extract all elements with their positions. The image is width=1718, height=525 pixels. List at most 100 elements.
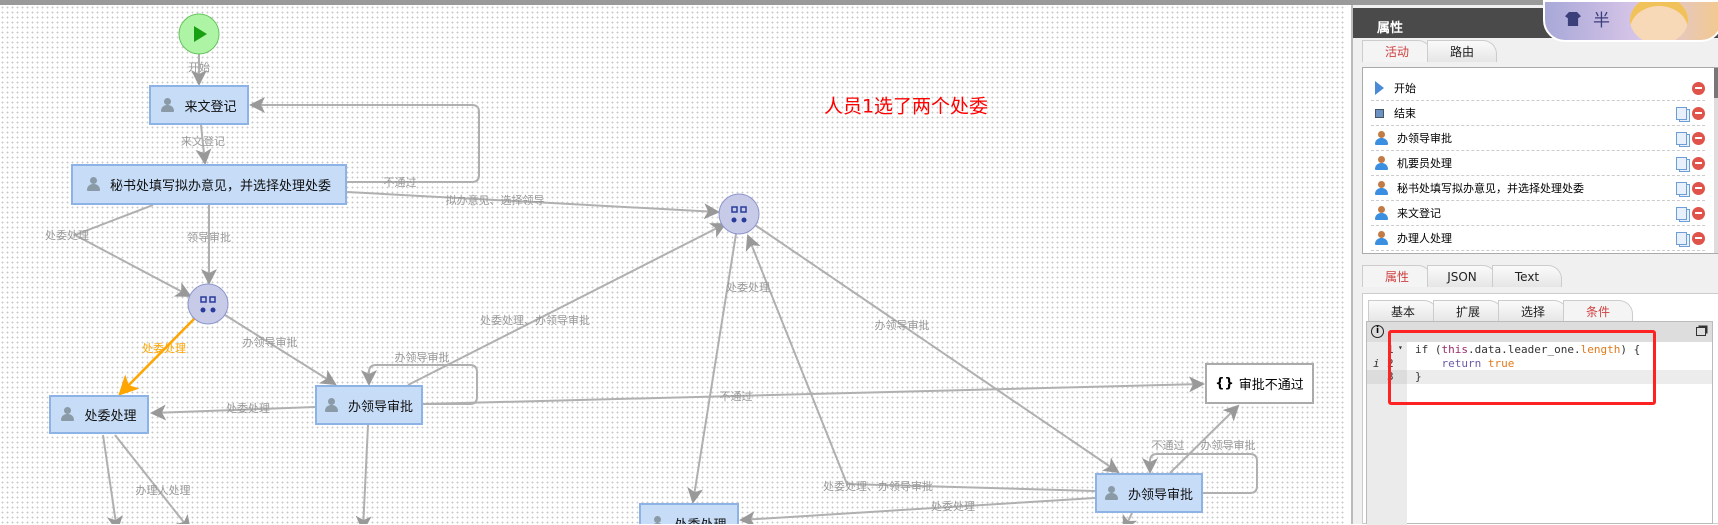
info-icon[interactable]: i	[1371, 325, 1384, 338]
node-label: 办领导审批	[347, 399, 413, 415]
active-line-highlight	[1407, 370, 1712, 384]
list-item[interactable]: 开始	[1371, 76, 1705, 101]
tab-select[interactable]: 选择	[1498, 300, 1568, 322]
node-label: 审批不通过	[1238, 378, 1304, 393]
play-icon	[1375, 81, 1384, 95]
delete-icon[interactable]	[1692, 82, 1705, 95]
workflow-canvas[interactable]: 来文登记 秘书处填写拟办意见，并选择处理处委 处委处理 办领导审批 {} 审批不通…	[0, 5, 1345, 524]
copy-icon[interactable]	[1676, 132, 1687, 145]
copy-icon[interactable]	[1676, 157, 1687, 170]
delete-icon[interactable]	[1692, 232, 1705, 245]
active-gutter-highlight	[1367, 370, 1407, 384]
edge-label: 不通过	[1151, 439, 1185, 452]
edge-label: 不通过	[719, 390, 753, 403]
delete-icon[interactable]	[1692, 107, 1705, 120]
user-icon	[1375, 156, 1388, 170]
task-node-mishu[interactable]: 秘书处填写拟办意见，并选择处理处委	[71, 164, 347, 205]
annotation-highlight-box	[1388, 330, 1656, 405]
edge-label: 办领导审批	[874, 319, 930, 332]
avatar-widget[interactable]: 半	[1543, 0, 1718, 42]
code-line: if (this.data.leader_one.length) {	[1415, 343, 1641, 356]
copy-icon[interactable]	[1676, 232, 1687, 245]
edge-label: 领导审批	[187, 231, 231, 244]
edge-label: 处委处理、办领导审批	[823, 480, 933, 493]
task-node-laiwen[interactable]: 来文登记	[149, 85, 249, 125]
copy-icon[interactable]	[1676, 107, 1687, 120]
list-scrollbar[interactable]	[1714, 68, 1718, 253]
edge-banlingdao-a	[224, 314, 337, 386]
fork-icon	[200, 296, 216, 313]
code-line: }	[1415, 370, 1422, 383]
edge-butongguo2	[422, 376, 1205, 405]
edge-niban	[346, 191, 720, 220]
user-icon	[1375, 181, 1388, 195]
start-label: 开始	[188, 61, 210, 74]
edge-label: 处委处理	[226, 402, 270, 415]
edge-banliren-a	[102, 434, 123, 524]
list-item[interactable]: 机要员处理	[1371, 151, 1705, 176]
task-node-chuwei-1[interactable]: 处委处理	[49, 395, 149, 434]
edge-laiwen	[195, 124, 212, 165]
task-node-chuwei-2[interactable]: 处委处理	[639, 503, 739, 524]
item-label: 来文登记	[1397, 207, 1441, 220]
copy-icon[interactable]	[1676, 182, 1687, 195]
task-node-banlingdao-1[interactable]: 办领导审批	[315, 385, 423, 425]
node-label: 来文登记	[184, 99, 237, 115]
gateway-node-2[interactable]	[718, 193, 760, 235]
play-icon	[194, 26, 207, 42]
tab-json[interactable]: JSON	[1427, 265, 1497, 287]
task-node-banlingdao-2[interactable]: 办领导审批	[1095, 473, 1203, 513]
edge-to-script	[1169, 404, 1240, 474]
edge-label: 处委处理	[726, 281, 770, 294]
script-node-shenpi-butongguo[interactable]: {} 审批不通过	[1205, 363, 1314, 404]
list-item[interactable]: 来文登记	[1371, 201, 1705, 226]
item-label: 办理人处理	[1397, 232, 1452, 245]
avatar-text: 半	[1593, 11, 1610, 31]
node-label: 处委处理	[84, 409, 137, 424]
tab-properties[interactable]: 属性	[1362, 265, 1432, 287]
top-bar	[0, 0, 1718, 5]
edge-label: 不通过	[383, 176, 417, 189]
gateway-node-1[interactable]	[187, 283, 229, 325]
annotation-note: 人员1选了两个处委	[823, 95, 989, 118]
edge-label: 处委处理、办领导审批	[480, 314, 590, 327]
user-icon	[1375, 131, 1388, 145]
tab-condition[interactable]: 条件	[1563, 300, 1633, 322]
delete-icon[interactable]	[1692, 182, 1705, 195]
delete-icon[interactable]	[1692, 207, 1705, 220]
tab-text[interactable]: Text	[1492, 265, 1562, 287]
copy-icon[interactable]	[1676, 207, 1687, 220]
list-item[interactable]: 结束	[1371, 101, 1705, 126]
edge-label: 办领导审批	[394, 351, 450, 364]
edge-banliren-b	[114, 434, 192, 524]
tab-basic[interactable]: 基本	[1368, 300, 1438, 322]
edge-chuwei-orange	[118, 317, 196, 396]
delete-icon[interactable]	[1692, 157, 1705, 170]
list-item[interactable]: 办理人处理	[1371, 226, 1705, 251]
code-editor[interactable]: i 1 ▾ i 2 3 if (this.data.leader_one.len…	[1366, 321, 1713, 525]
tab-extend[interactable]: 扩展	[1433, 300, 1503, 322]
users-icon	[86, 177, 102, 192]
edge-label: 办领导审批	[1200, 439, 1256, 452]
activity-list: 开始 结束 办领导审批 机要员处理 秘书处填写拟办意见，并选择处理处委 来文登记…	[1362, 67, 1718, 254]
edge-butongguo1	[249, 97, 480, 183]
edge-chuwei-a	[72, 204, 192, 297]
item-label: 开始	[1394, 82, 1416, 95]
avatar-image	[1630, 2, 1688, 40]
tab-route[interactable]: 路由	[1427, 40, 1497, 62]
restore-window-icon[interactable]	[1696, 327, 1706, 336]
delete-icon[interactable]	[1692, 132, 1705, 145]
list-item[interactable]: 办领导审批	[1371, 126, 1705, 151]
user-icon	[1375, 231, 1388, 245]
tab-activity[interactable]: 活动	[1362, 40, 1432, 62]
edges-layer	[72, 13, 1258, 524]
property-tabs: 属性 JSON Text	[1362, 265, 1562, 287]
item-label: 秘书处填写拟办意见，并选择处理处委	[1397, 182, 1584, 195]
braces-icon: {}	[1215, 376, 1234, 391]
users-icon	[324, 397, 340, 413]
list-item[interactable]: 秘书处填写拟办意见，并选择处理处委	[1371, 176, 1705, 201]
edge-to-gw2	[407, 223, 727, 386]
fold-arrow-icon[interactable]: ▾	[1398, 343, 1403, 352]
sub-tabs: 基本 扩展 选择 条件	[1368, 300, 1633, 322]
edge-label: 办理人处理	[135, 484, 191, 497]
